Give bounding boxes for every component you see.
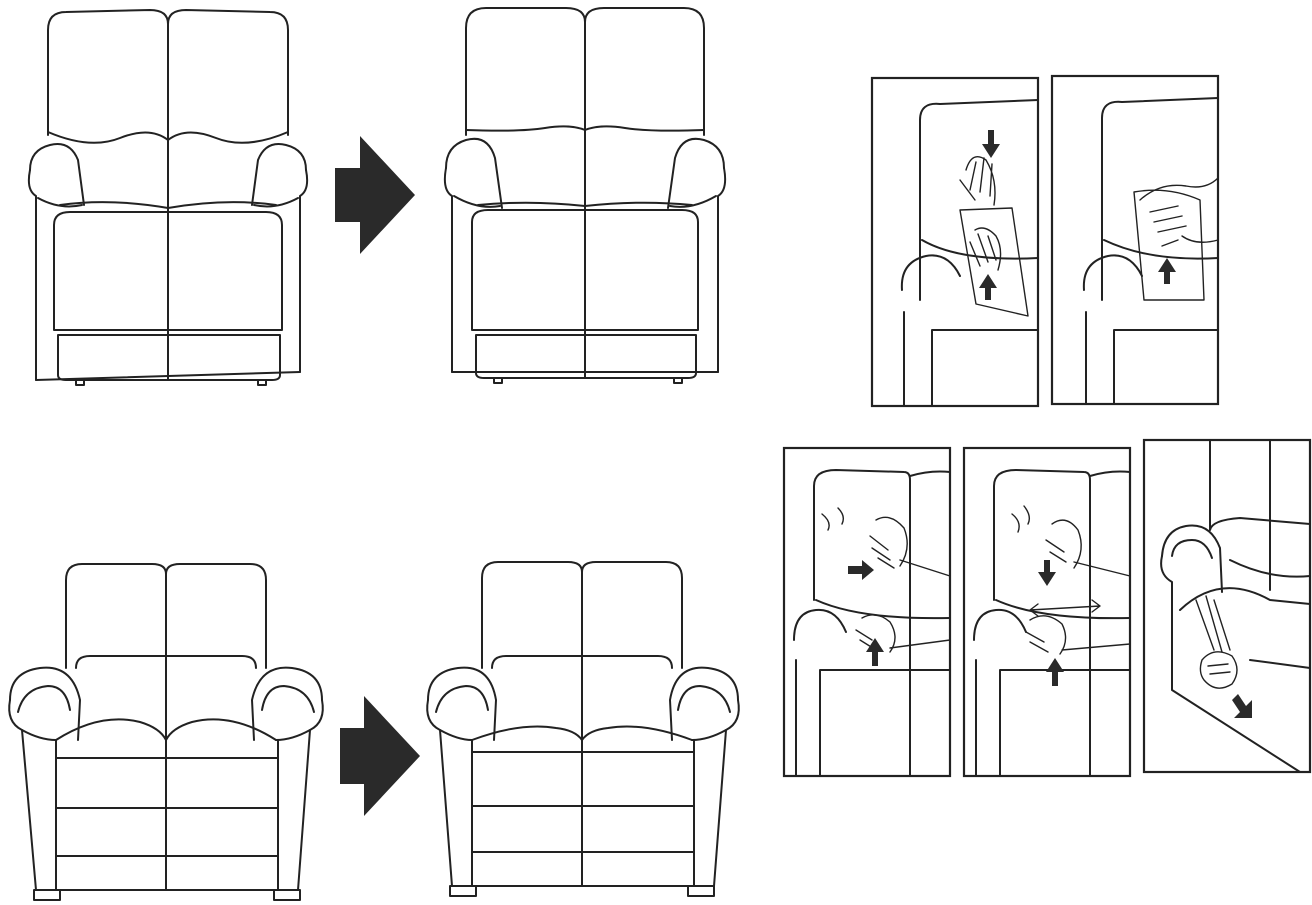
step-1-panel — [872, 78, 1038, 406]
arrow-right-icon — [335, 136, 415, 254]
recliner-before-illustration — [29, 10, 307, 385]
step-5-panel — [1144, 440, 1310, 772]
sofa-before-illustration — [9, 564, 323, 900]
step-4-panel — [964, 448, 1130, 776]
arrow-right-icon — [340, 696, 420, 816]
step-3-panel — [784, 448, 950, 776]
step-2-panel — [1052, 76, 1218, 404]
recliner-after-illustration — [445, 8, 725, 383]
sofa-after-illustration — [427, 562, 739, 896]
